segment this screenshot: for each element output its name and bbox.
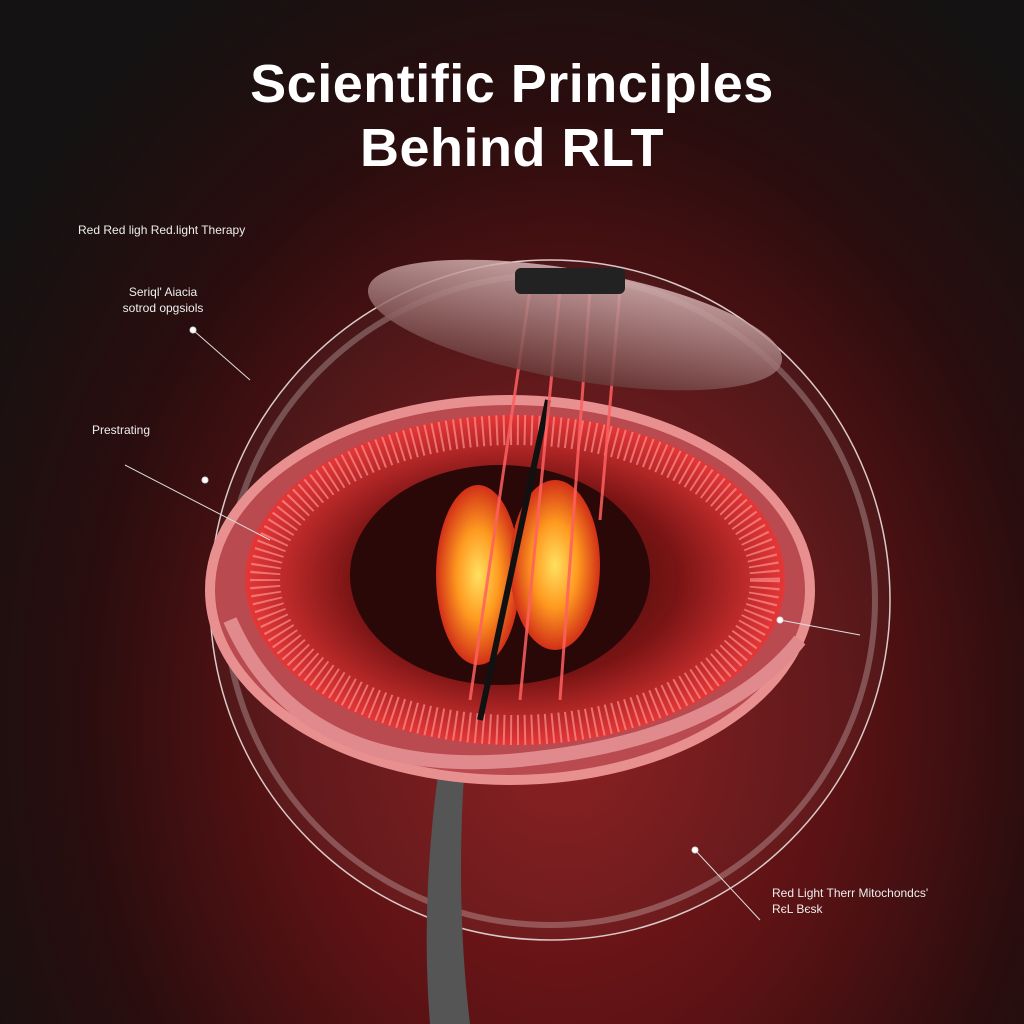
label-upper-line-1: Seriql' Aiacia xyxy=(128,285,198,299)
emitter-disc xyxy=(367,259,783,391)
label-bottom: Red Light Therr Mitochondcs' RєL Bєsk xyxy=(772,885,928,917)
page-title: Scientific Principles Behind RLT xyxy=(0,52,1024,180)
label-top: Red Red ligh Red.light Therapy xyxy=(78,223,246,237)
label-upper-line-2: sotrod opgsiols xyxy=(122,301,204,315)
emitter-head xyxy=(515,268,625,294)
lower-rim xyxy=(223,617,806,770)
label-bottom-line-2: RєL Bєsk xyxy=(772,902,823,916)
stem xyxy=(426,760,470,1024)
title-line-2: Behind RLT xyxy=(360,118,664,178)
leader-lines xyxy=(124,326,861,921)
label-middle: Prestrating xyxy=(92,423,151,437)
probe xyxy=(477,399,551,721)
mitochondria-right xyxy=(510,480,600,650)
title-line-1: Scientific Principles xyxy=(250,54,774,114)
label-upper: Seriql' Aiacia sotrod opgsiols xyxy=(108,284,218,316)
label-bottom-line-1: Red Light Therr Mitochondcs' xyxy=(772,886,929,900)
